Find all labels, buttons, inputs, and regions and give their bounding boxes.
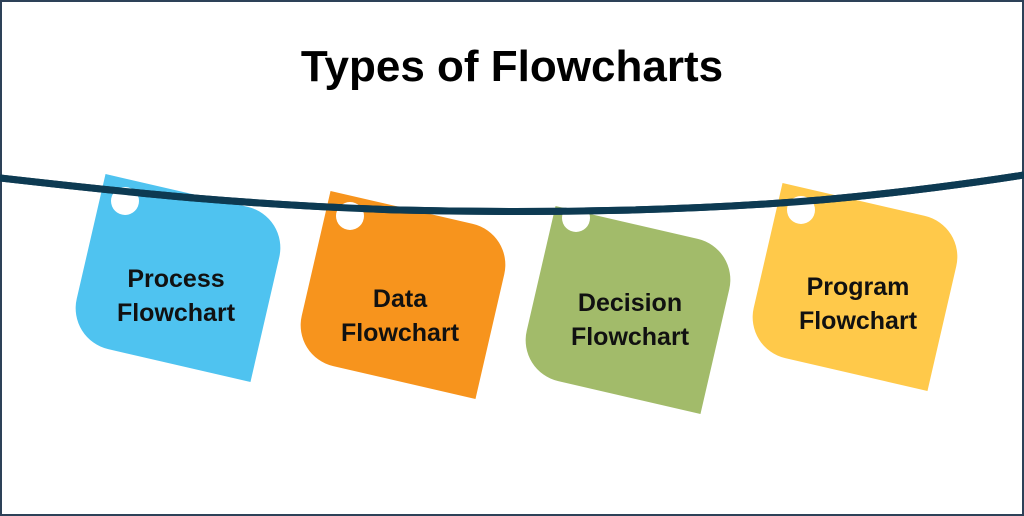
label-line: Program (806, 273, 910, 301)
card-process-label: Process Flowchart (76, 262, 276, 330)
diagram-title: Types of Flowcharts (300, 42, 724, 91)
label-line: Flowchart (116, 299, 236, 327)
card-data-label: Data Flowchart (300, 282, 500, 350)
label-line: Data (372, 285, 428, 313)
label-line: Flowchart (570, 323, 690, 351)
card-program-label: Program Flowchart (758, 270, 958, 338)
card-decision-label: Decision Flowchart (530, 286, 730, 354)
label-line: Flowchart (798, 307, 918, 335)
label-line: Decision (577, 289, 683, 317)
label-line: Flowchart (340, 319, 460, 347)
label-line: Process (127, 265, 225, 293)
